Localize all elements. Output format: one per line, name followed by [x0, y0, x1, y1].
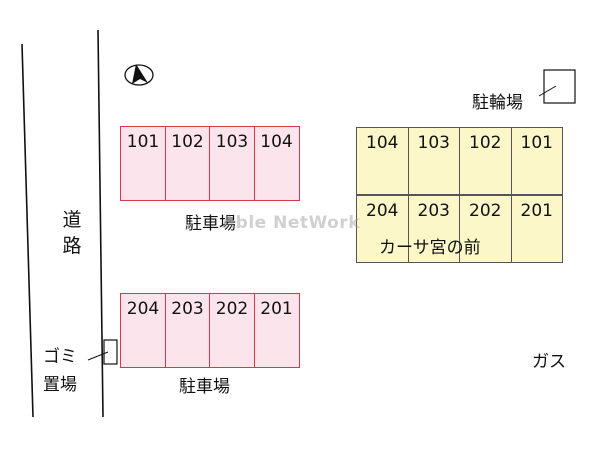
parking-lot-lower-label: 駐車場 — [179, 377, 230, 397]
road-label: 道路 — [62, 209, 82, 257]
parking-space: 202 — [209, 293, 255, 368]
building-name: カーサ宮の前 — [379, 238, 481, 258]
parking-lot-upper-label: 駐車場 — [185, 214, 236, 234]
garbage-leader — [87, 351, 109, 361]
parking-space: 102 — [164, 126, 211, 201]
unit: 202 — [459, 195, 512, 263]
garbage-label: ゴミ 置場 — [40, 343, 80, 399]
watermark: Able NetWork — [222, 213, 360, 233]
north-arrow-icon — [124, 64, 154, 86]
unit: 101 — [510, 127, 563, 195]
parking-space: 204 — [120, 293, 166, 368]
parking-space: 101 — [120, 126, 166, 201]
garbage-label-line1: ゴミ — [43, 347, 77, 367]
unit: 203 — [407, 195, 460, 263]
bicycle-parking-leader — [538, 85, 557, 97]
parking-space: 203 — [164, 293, 211, 368]
unit: 201 — [510, 195, 563, 263]
garbage-box — [103, 339, 118, 365]
bicycle-parking-label: 駐輪場 — [472, 93, 523, 113]
road-edge-right — [97, 29, 104, 418]
parking-space: 103 — [209, 126, 255, 201]
unit: 103 — [407, 127, 460, 195]
parking-space: 201 — [253, 293, 300, 368]
bicycle-parking-box — [543, 69, 576, 104]
unit: 104 — [356, 127, 409, 195]
garbage-label-line2: 置場 — [43, 375, 77, 395]
building-floor-2: 104 103 102 101 — [356, 127, 563, 195]
unit: 102 — [459, 127, 512, 195]
gas-label: ガス — [532, 352, 566, 372]
parking-space: 104 — [253, 126, 300, 201]
building-floor-1: 204 203 202 201 — [356, 195, 563, 263]
road-edge-left — [21, 43, 34, 418]
unit: 204 — [356, 195, 409, 263]
parking-lot-lower: 204 203 202 201 — [120, 293, 300, 368]
parking-lot-upper: 101 102 103 104 — [120, 126, 300, 201]
